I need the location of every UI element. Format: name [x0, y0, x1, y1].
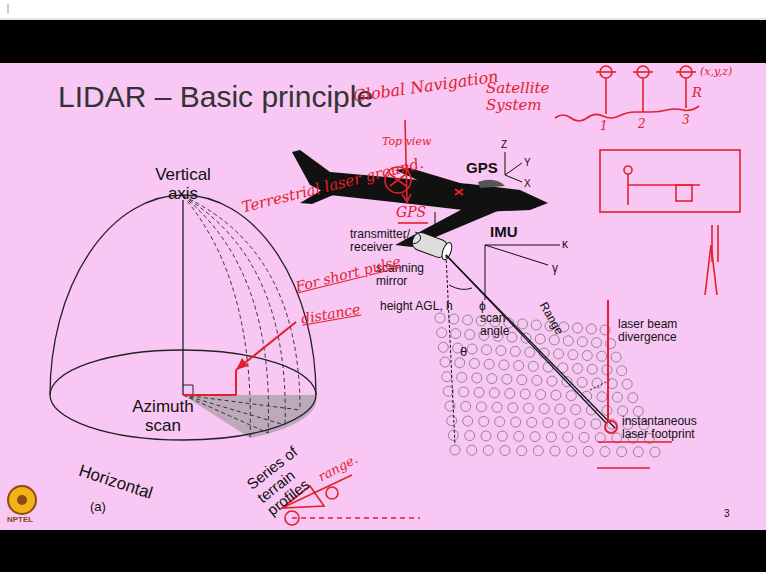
angle-symbol: κ	[562, 238, 568, 251]
dimension-label: height AGL, h	[380, 300, 453, 313]
device-label: transmitter/ receiver	[350, 228, 428, 254]
axis-label: Vertical axis	[148, 166, 218, 203]
handwritten-note: Top view	[382, 136, 431, 148]
figure-label: (a)	[90, 500, 106, 514]
handwritten-note: GPS	[396, 205, 426, 220]
handwritten-note: Satellite System	[486, 80, 556, 113]
angle-symbol: θ	[460, 345, 467, 359]
handwritten-note: 1	[600, 120, 608, 133]
dimension-label: scan angle	[480, 312, 520, 338]
slide-title: LIDAR – Basic principle	[58, 80, 373, 113]
angle-symbol: γ	[552, 262, 558, 275]
handwritten-note: (x,y,z)	[700, 66, 732, 78]
axis-letter: Z	[501, 139, 507, 150]
axis-label: Azimuth scan	[128, 398, 198, 435]
handwritten-note: 2	[638, 118, 646, 131]
axis-letter: Y	[524, 157, 531, 168]
logo-text: NPTEL	[7, 516, 33, 525]
device-label: IMU	[490, 224, 518, 241]
footprint-label: instantaneous laser footprint	[622, 415, 702, 441]
axis-letter: X	[524, 178, 531, 189]
handwritten-note: R	[692, 86, 702, 100]
handwritten-note: 3	[682, 114, 690, 127]
device-label: GPS	[466, 160, 498, 177]
beam-label: laser beam divergence	[618, 318, 688, 344]
page-number: 3	[724, 508, 730, 519]
